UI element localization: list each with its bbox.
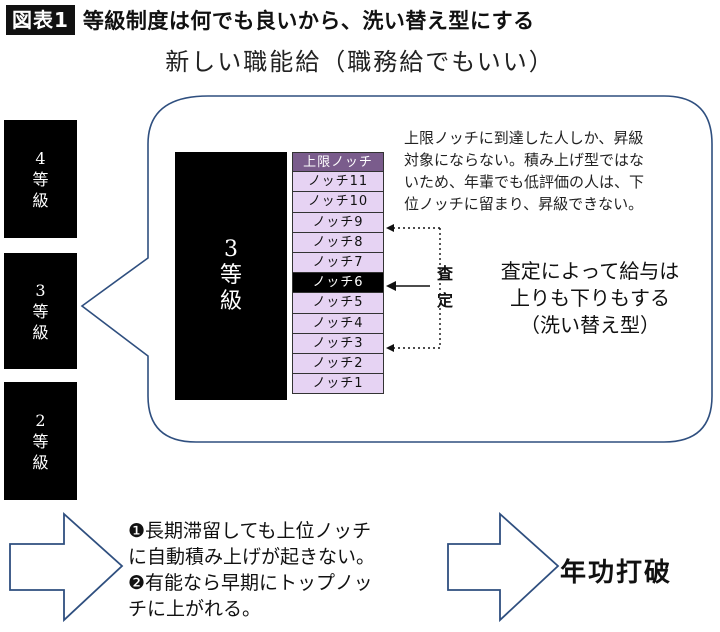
notch-5: ノッチ5 <box>292 293 384 314</box>
notch-10: ノッチ10 <box>292 192 384 213</box>
detail-grade-char: 等 <box>219 263 242 288</box>
grade-char: 級 <box>32 190 49 210</box>
effect-line: に自動積み上げが起きない。 <box>128 546 376 568</box>
bracket-bottom-arrowhead <box>386 344 394 352</box>
right-block-arrow <box>447 511 560 623</box>
effect-line: チに上がれる。 <box>128 598 262 620</box>
effects-list: ❶長期滞留しても上位ノッチ に自動積み上げが起きない。 ❷有能なら早期にトップノ… <box>128 518 448 622</box>
grade-number: 2 <box>35 410 46 430</box>
detail-grade-char: 級 <box>219 289 242 314</box>
assessment-char: 査 <box>436 264 453 283</box>
assessment-char: 定 <box>436 291 453 310</box>
notch-11: ノッチ11 <box>292 172 384 193</box>
notch-1: ノッチ1 <box>292 374 384 395</box>
effect-line: ❶長期滞留しても上位ノッチ <box>128 520 372 542</box>
promotion-note: 上限ノッチに到達した人しか、昇級 対象にならない。積み上げ型ではな いため、年輩… <box>404 127 704 215</box>
grade-number: 3 <box>35 280 46 300</box>
notch-8: ノッチ8 <box>292 232 384 253</box>
notch-7: ノッチ7 <box>292 252 384 274</box>
notch-9: ノッチ9 <box>292 212 384 233</box>
left-block-arrow <box>9 511 124 623</box>
figure-subtitle: 新しい職能給（職務給でもいい） <box>165 48 555 76</box>
grade-char: 等 <box>32 169 49 189</box>
figure-header: 図表1 等級制度は何でも良いから、洗い替え型にする <box>0 0 535 40</box>
grade-char: 等 <box>32 431 49 451</box>
note-line: 上限ノッチに到達した人しか、昇級 <box>404 129 644 147</box>
notch-cap: 上限ノッチ <box>292 152 384 173</box>
grade-number: 4 <box>35 148 46 168</box>
notch-3: ノッチ3 <box>292 333 384 354</box>
grade-2-box: 2 等 級 <box>4 382 77 500</box>
figure-label: 図表1 <box>6 5 75 35</box>
wash-line: 査定によって給与は <box>500 259 680 283</box>
assessment-arrowhead <box>386 281 396 291</box>
assessment-label: 査 定 <box>433 260 457 314</box>
note-line: 位ノッチに留まり、昇級できない。 <box>404 195 644 213</box>
effect-line: ❷有能なら早期にトップノッ <box>128 572 373 594</box>
detail-grade-box: 3 等 級 <box>175 152 287 400</box>
notch-ladder: 上限ノッチ ノッチ11 ノッチ10 ノッチ9 ノッチ8 ノッチ7 ノッチ6 ノッ… <box>292 152 384 395</box>
grade-4-box: 4 等 級 <box>4 120 77 238</box>
note-line: いため、年輩でも低評価の人は、下 <box>404 173 645 191</box>
grade-char: 級 <box>32 322 49 342</box>
wash-line: 上りも下りもする <box>510 286 670 310</box>
grade-char: 等 <box>32 301 49 321</box>
grade-char: 級 <box>32 452 49 472</box>
result-label: 年功打破 <box>560 558 673 588</box>
bracket-top-arrowhead <box>386 224 394 232</box>
figure-title: 等級制度は何でも良いから、洗い替え型にする <box>82 9 535 33</box>
wash-line: （洗い替え型） <box>520 313 660 337</box>
grade-3-box: 3 等 級 <box>4 253 77 369</box>
detail-grade-number: 3 <box>224 237 238 262</box>
notch-4: ノッチ4 <box>292 313 384 334</box>
wash-explanation: 査定によって給与は 上りも下りもする （洗い替え型） <box>470 258 710 339</box>
notch-6-current: ノッチ6 <box>292 273 384 294</box>
notch-2: ノッチ2 <box>292 353 384 375</box>
note-line: 対象にならない。積み上げ型ではな <box>404 151 645 169</box>
